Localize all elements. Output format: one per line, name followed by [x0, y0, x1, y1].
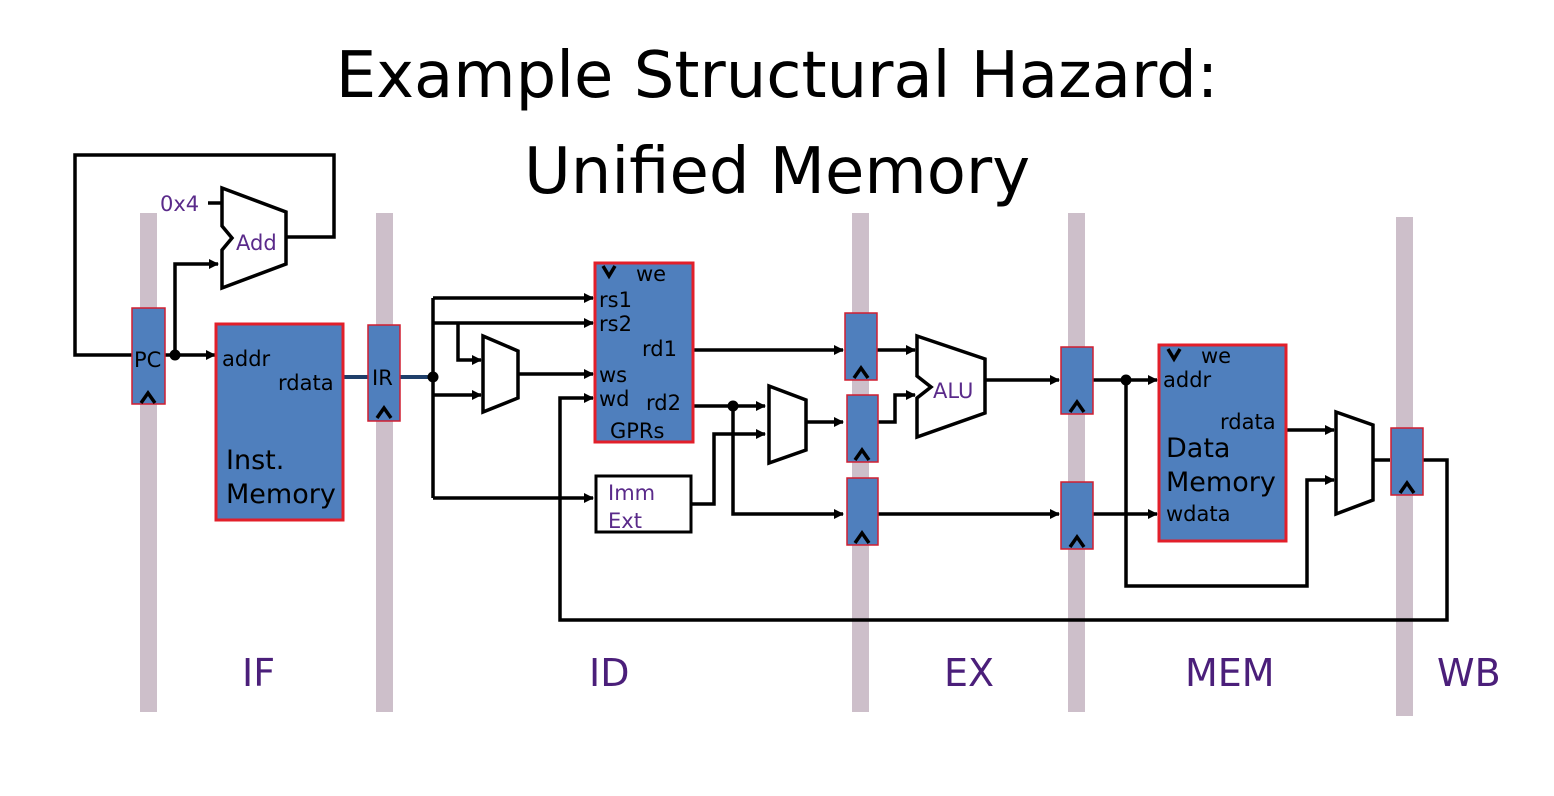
junction-dot-rd2: [727, 400, 739, 412]
writeback-mux: [1334, 409, 1375, 517]
clock-caret-icon: [852, 364, 870, 380]
id-ex-register-a: [844, 312, 878, 381]
stage-label-id: ID: [589, 651, 629, 695]
instruction-memory: [214, 322, 345, 522]
stage-label-mem: MEM: [1185, 651, 1275, 695]
stage-label-ex: EX: [944, 651, 994, 695]
data-memory: [1157, 343, 1288, 543]
data-mem-name-line-1: Data: [1166, 433, 1230, 464]
gprs-name-label: GPRs: [610, 419, 664, 443]
gprs-rs2-label: rs2: [599, 312, 632, 336]
const-label: 0x4: [160, 192, 199, 216]
alu: [915, 333, 987, 440]
pipeline-bar-id: [376, 213, 393, 712]
data-mem-wdata-label: wdata: [1166, 502, 1230, 526]
imm-label-line-1: Imm: [608, 481, 655, 505]
page-title: Example Structural Hazard: Unified Memor…: [0, 28, 1554, 220]
data-mem-we-label: we: [1201, 344, 1231, 368]
stage-label-if: IF: [242, 651, 275, 695]
gprs-rs1-label: rs1: [599, 288, 632, 312]
adder-label: Add: [236, 231, 277, 255]
gprs-wd-label: wd: [599, 387, 630, 411]
write-select-mux: [481, 333, 520, 415]
title-line-2: Unified Memory: [523, 135, 1031, 209]
gprs-we-label: we: [636, 262, 666, 286]
inst-mem-rdata-label: rdata: [278, 371, 334, 395]
pipeline-bar-mem: [1068, 213, 1085, 712]
clock-caret-icon: [1398, 479, 1416, 495]
clock-caret-icon: [853, 529, 871, 545]
wire-alu-bypass: [1124, 380, 1335, 588]
stage-label-wb: WB: [1437, 651, 1501, 695]
imm-label-line-2: Ext: [608, 509, 642, 533]
title-line-1: Example Structural Hazard:: [335, 39, 1219, 113]
wire-pc-to-add: [173, 259, 219, 355]
imm-ext: [594, 474, 693, 534]
gprs-rd2-label: rd2: [646, 391, 681, 415]
wire-writeback: [558, 393, 1449, 622]
junction-dot-ir: [427, 371, 439, 383]
junction-dot-alu: [1120, 374, 1132, 386]
adder: [220, 185, 288, 291]
clock-caret-icon: [1068, 398, 1086, 414]
gprs-rd1-label: rd1: [642, 337, 677, 361]
wire-ir-to-wsmux-a: [456, 323, 482, 365]
pc-label: PC: [134, 348, 161, 372]
inst-mem-name-line-1: Inst.: [226, 445, 284, 476]
clock-caret-icon: [1068, 533, 1086, 549]
inst-mem-addr-label: addr: [222, 347, 271, 371]
wire-rd2-store-path: [731, 406, 844, 519]
we-caret-icon: [1166, 348, 1182, 363]
we-caret-icon: [601, 265, 617, 280]
wire-pc-feedback: [73, 153, 336, 357]
clock-caret-icon: [139, 389, 157, 405]
data-mem-addr-label: addr: [1163, 368, 1212, 392]
alu-label: ALU: [933, 379, 973, 403]
junction-dot-pc: [169, 349, 181, 361]
operand-mux: [767, 383, 808, 466]
clock-caret-icon: [853, 446, 871, 462]
data-mem-name-line-2: Memory: [1166, 467, 1276, 498]
pc-register: [131, 307, 166, 405]
pipeline-bar-if: [140, 213, 157, 712]
wire-imm-to-mux: [691, 429, 766, 506]
gprs-ws-label: ws: [599, 363, 627, 387]
clock-caret-icon: [375, 404, 393, 420]
register-file: [593, 261, 695, 444]
wire-ex-to-alu-b: [877, 390, 916, 424]
inst-mem-name-line-2: Memory: [226, 479, 336, 510]
ir-label: IR: [372, 366, 393, 390]
data-mem-rdata-label: rdata: [1220, 410, 1276, 434]
